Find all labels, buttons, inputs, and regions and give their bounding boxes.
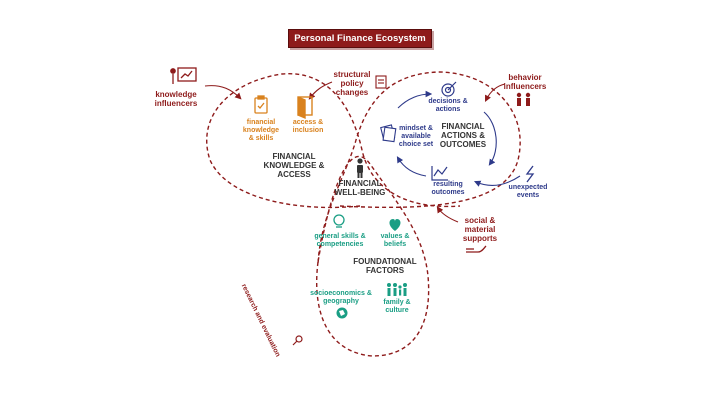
chart-icon — [431, 166, 448, 181]
mindset-label: mindset & available choice set — [398, 125, 434, 149]
foundational-region-label: FOUNDATIONAL FACTORS — [353, 257, 417, 276]
structural-changes-label: structural policy changes — [333, 70, 371, 98]
cycle-arrow-top — [397, 90, 433, 109]
unexpected-arrow — [473, 175, 521, 187]
knowledge-region-label: FINANCIAL KNOWLEDGE & ACCESS — [263, 152, 325, 180]
financial-skills-label: financial knowledge & skills — [242, 119, 280, 143]
knowledge-influencer-arrow — [204, 85, 242, 100]
actions-region-label: FINANCIAL ACTIONS & OUTCOMES — [439, 122, 487, 150]
behavior-influencers-label: behavior influencers — [503, 73, 547, 92]
person-icon — [357, 158, 363, 178]
outcomes-label: resulting outcomes — [431, 181, 465, 197]
heart-icon — [389, 219, 401, 231]
behavior-arrow — [485, 83, 506, 102]
unexpected-events-label: unexpected events — [508, 184, 548, 200]
social-supports-label: social & material supports — [462, 216, 498, 244]
family-label: family & culture — [383, 299, 411, 315]
knowledge-influencers-label: knowledge influencers — [154, 90, 198, 109]
checklist-icon — [254, 95, 268, 114]
foundational-loop — [316, 155, 430, 357]
general-skills-label: general skills & competencies — [314, 233, 366, 249]
knowledge-loop — [206, 73, 461, 209]
lightbulb-icon — [333, 214, 345, 228]
people-icon — [516, 92, 531, 106]
cycle-arrow-right — [483, 111, 497, 166]
wellbeing-region-label: FINANCIAL WELL-BEING — [334, 179, 386, 198]
diagram-title: Personal Finance Ecosystem — [288, 29, 432, 48]
values-label: values & beliefs — [380, 233, 410, 249]
actions-loop — [317, 71, 521, 266]
door-icon — [297, 96, 313, 120]
hand-icon — [466, 245, 487, 253]
decisions-label: decisions & actions — [428, 98, 468, 114]
family-icon — [387, 283, 407, 296]
presentation-icon — [170, 67, 197, 84]
document-icon — [375, 75, 387, 89]
cards-icon — [380, 124, 397, 143]
structural-arrow — [308, 81, 333, 100]
cycle-arrow-bottom — [396, 156, 427, 177]
lightning-icon — [525, 165, 535, 183]
globe-icon — [336, 307, 348, 319]
target-icon — [441, 81, 457, 97]
socio-label: socioeconomics & geography — [310, 290, 372, 306]
supports-arrow — [436, 206, 459, 223]
access-inclusion-label: access & inclusion — [292, 119, 324, 135]
magnifier-icon — [292, 335, 303, 346]
